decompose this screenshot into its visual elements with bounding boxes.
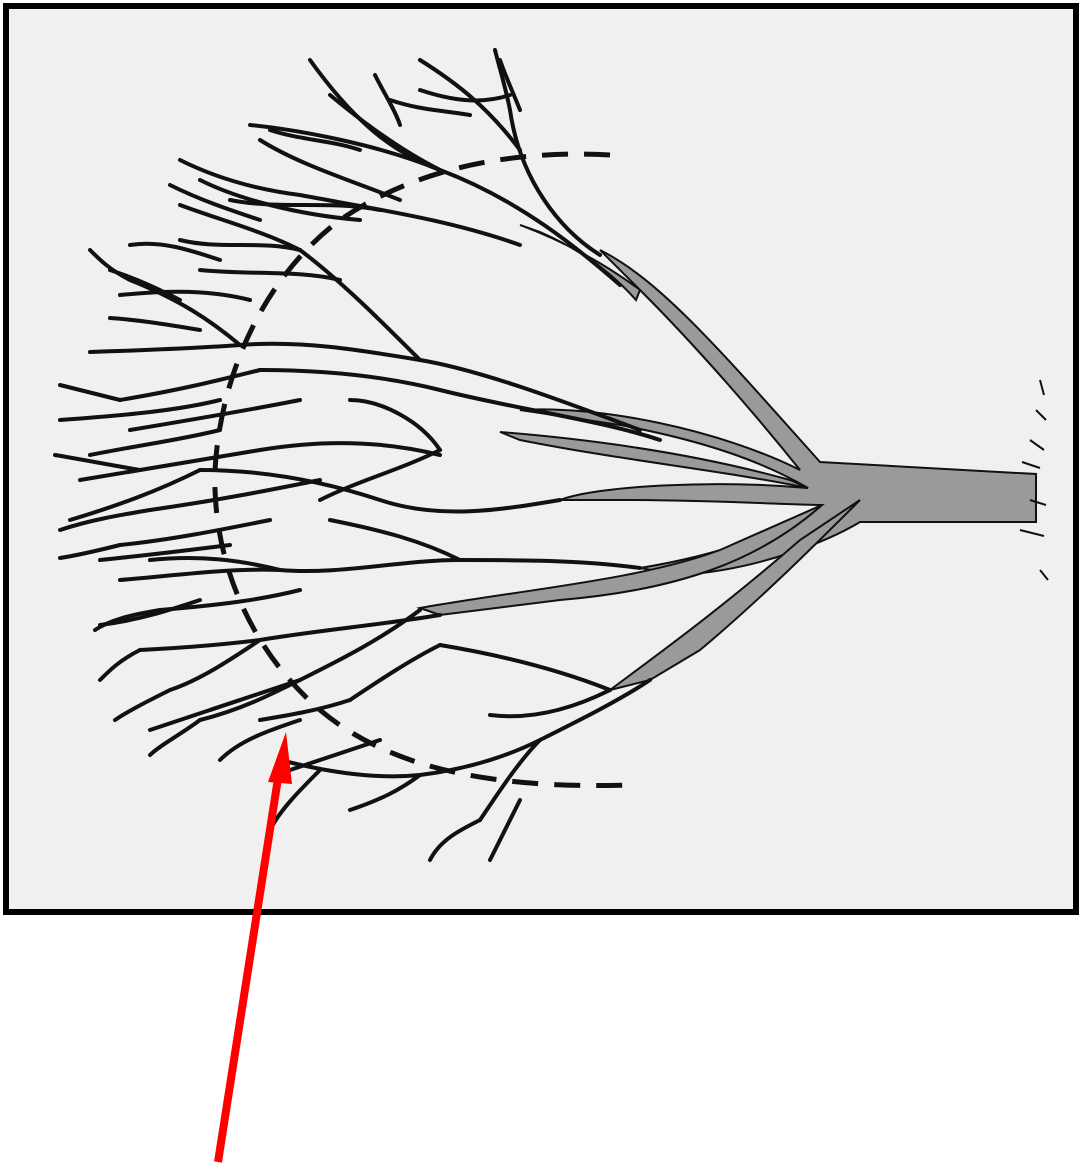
trunk-and-primary-branches	[416, 224, 1037, 691]
trunk-end-marks	[1019, 379, 1049, 581]
red-pointer-arrow	[214, 732, 292, 1163]
diagram-panel	[3, 3, 1079, 915]
branch-network	[53, 48, 662, 862]
dashed-boundary-line	[212, 151, 631, 789]
